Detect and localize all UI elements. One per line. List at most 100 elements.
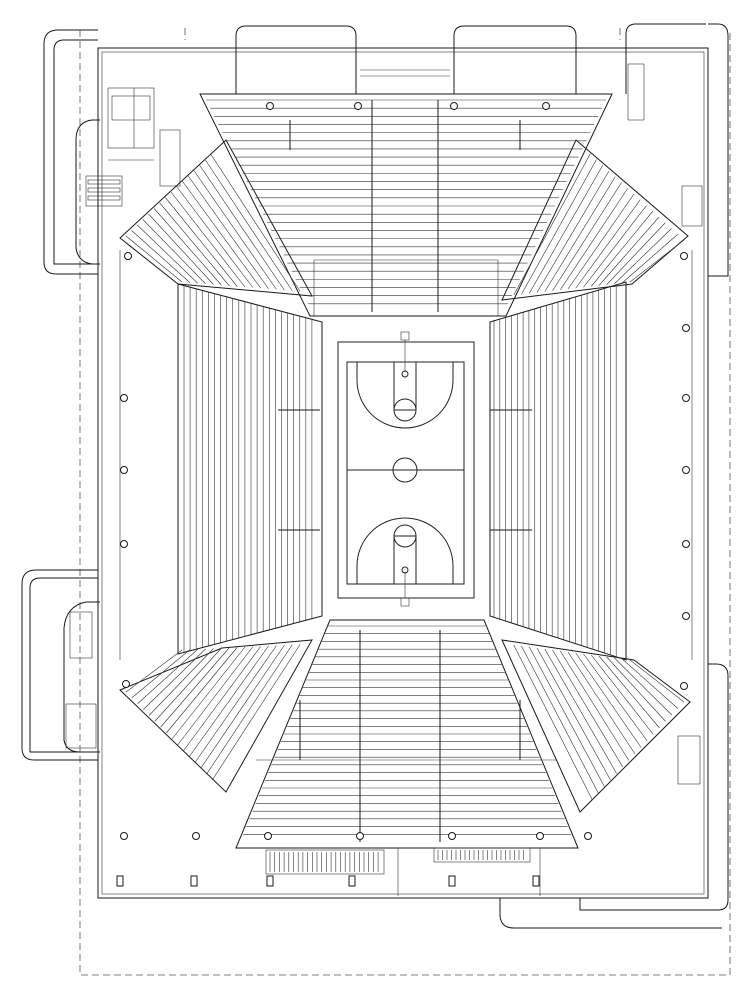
south-concourse <box>265 847 541 896</box>
seat-row <box>528 646 605 787</box>
seat-row <box>544 648 617 774</box>
seat-row <box>153 208 222 286</box>
seat-row <box>575 652 642 748</box>
basketball-court <box>337 331 475 607</box>
seat-row <box>606 222 666 285</box>
seat-row <box>204 158 293 291</box>
seat-row <box>513 153 591 296</box>
seat-row <box>148 213 214 285</box>
structural-column <box>264 832 272 840</box>
seat-row <box>142 219 206 285</box>
seat-row <box>614 228 672 284</box>
south-grandstand <box>235 619 579 849</box>
seat-row <box>143 648 206 710</box>
structural-column <box>354 102 362 110</box>
seat-row <box>183 646 261 751</box>
seat-row <box>198 164 285 291</box>
structural-column <box>124 252 132 260</box>
seat-row <box>598 655 660 729</box>
structural-column <box>120 394 128 402</box>
structural-column <box>542 102 550 110</box>
structural-column <box>266 102 274 110</box>
seat-row <box>521 159 597 295</box>
seat-row <box>194 645 277 763</box>
seat-row <box>622 234 678 284</box>
structural-column <box>122 680 130 688</box>
seat-row <box>187 175 269 290</box>
structural-columns <box>120 102 690 840</box>
seat-row <box>176 186 254 288</box>
structural-column <box>120 540 128 548</box>
seat-row <box>200 644 285 769</box>
seat-row <box>166 647 238 734</box>
seat-row <box>575 199 641 289</box>
structural-column <box>356 832 364 840</box>
seat-row <box>193 169 277 290</box>
seat-row <box>521 645 599 794</box>
east-grandstand <box>489 281 627 661</box>
site-boundary <box>79 28 731 976</box>
seat-row <box>159 202 230 286</box>
seat-row <box>591 211 653 287</box>
seat-row <box>170 191 246 288</box>
seat-row <box>137 224 198 284</box>
seat-row <box>560 188 628 291</box>
seat-row <box>536 647 611 781</box>
structural-column <box>450 102 458 110</box>
structural-column <box>680 682 688 690</box>
structural-column <box>682 394 690 402</box>
seat-row <box>171 646 246 740</box>
seat-row <box>606 656 666 722</box>
structural-column <box>448 832 456 840</box>
seat-row <box>583 205 647 288</box>
seat-row <box>177 646 254 746</box>
seat-row <box>552 182 622 291</box>
structural-column <box>120 832 128 840</box>
pier <box>448 875 456 887</box>
seating-rows <box>125 99 685 842</box>
seat-row <box>211 644 301 781</box>
structural-column <box>682 612 690 620</box>
structural-column <box>120 466 128 474</box>
seat-row <box>206 644 293 775</box>
pier <box>532 875 540 887</box>
seat-row <box>154 647 222 722</box>
seat-row <box>148 648 214 716</box>
seat-row <box>210 153 301 292</box>
pier <box>348 875 356 887</box>
west-service-rooms <box>63 63 703 785</box>
seat-row <box>629 239 685 283</box>
west-grandstand <box>177 283 323 655</box>
seat-row <box>182 180 261 289</box>
seat-row <box>536 170 610 293</box>
pier <box>116 875 124 887</box>
seat-row <box>513 644 593 800</box>
seat-row <box>528 165 604 294</box>
seat-row <box>125 235 183 283</box>
structural-column <box>682 324 690 332</box>
seat-row <box>567 193 635 290</box>
seat-row <box>622 658 679 709</box>
seat-row <box>598 216 660 286</box>
seat-row <box>165 197 238 287</box>
structural-column <box>680 252 688 260</box>
seat-row <box>125 649 183 693</box>
north-grandstand <box>199 93 613 317</box>
seat-row <box>559 650 630 761</box>
seat-row <box>591 654 654 735</box>
seat-row <box>552 649 624 768</box>
seat-row <box>131 230 191 283</box>
seat-row <box>160 647 230 728</box>
pier <box>190 875 198 887</box>
seat-row <box>614 657 672 716</box>
structural-column <box>536 832 544 840</box>
seat-row <box>137 649 198 704</box>
south-piers <box>116 875 540 887</box>
seat-row <box>629 659 685 703</box>
seat-row <box>544 176 616 292</box>
structural-column <box>584 832 592 840</box>
seat-row <box>189 645 269 757</box>
seat-row <box>583 653 648 742</box>
structural-column <box>682 466 690 474</box>
